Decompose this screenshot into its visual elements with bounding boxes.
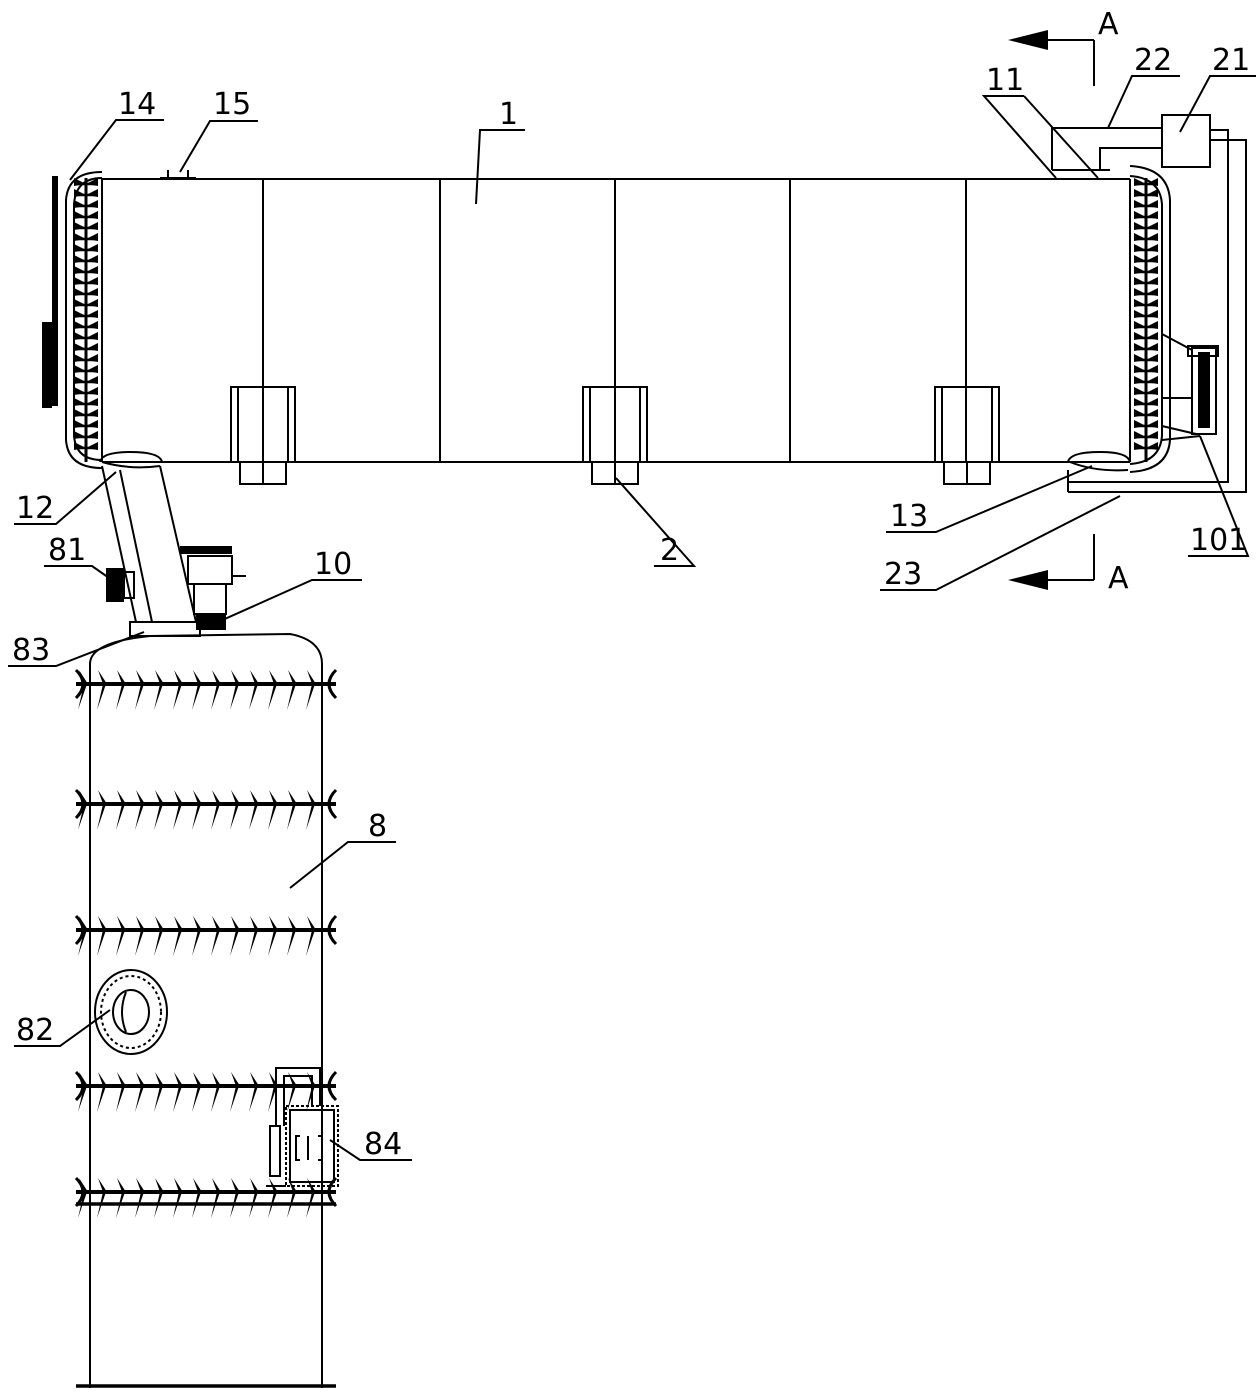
section-marker-bottom (1008, 534, 1095, 590)
label-101: 101 (1190, 523, 1247, 558)
horizontal-drum (101, 178, 1131, 463)
label-21: 21 (1212, 43, 1250, 78)
drive-motor-101 (1161, 333, 1219, 441)
pipe-23 (1067, 129, 1247, 493)
labels: 14 15 1 11 22 21 A 12 2 13 23 101 A 81 1… (12, 7, 1250, 1162)
porthole-82 (94, 969, 168, 1055)
label-84: 84 (364, 1127, 402, 1162)
left-end-cap (42, 171, 103, 469)
section-marker-top (1008, 30, 1095, 86)
label-83: 83 (12, 633, 50, 668)
vertical-tower (74, 632, 338, 1388)
valve-81 (106, 568, 135, 602)
drum-supports (230, 386, 1000, 485)
label-2: 2 (660, 533, 679, 568)
control-cabinet-84 (266, 1067, 339, 1187)
label-8: 8 (368, 809, 387, 844)
label-13: 13 (890, 499, 928, 534)
top-port-15 (160, 170, 196, 179)
label-14: 14 (118, 87, 156, 122)
label-11: 11 (986, 63, 1024, 98)
right-end-cap (1129, 165, 1171, 473)
transfer-chute (101, 465, 197, 623)
label-15: 15 (213, 87, 251, 122)
pipe-22 (1051, 127, 1162, 171)
label-81: 81 (48, 533, 86, 568)
feeder-10 (180, 546, 246, 630)
label-23: 23 (884, 557, 922, 592)
label-1: 1 (499, 97, 518, 132)
label-22: 22 (1134, 43, 1172, 78)
outlet-13 (1067, 450, 1131, 472)
label-A-bottom: A (1108, 561, 1129, 596)
label-12: 12 (16, 491, 54, 526)
label-10: 10 (314, 547, 352, 582)
inlet-12 (99, 450, 163, 469)
leader-lines (8, 75, 1256, 1161)
label-A-top: A (1098, 7, 1119, 42)
label-82: 82 (16, 1013, 54, 1048)
